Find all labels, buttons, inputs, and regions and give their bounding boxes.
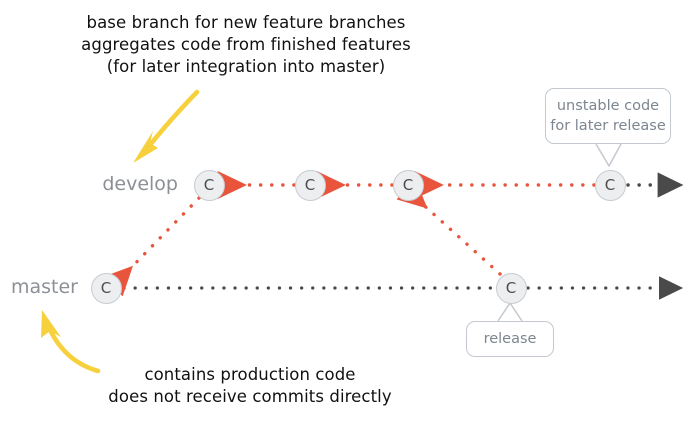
callout-release-tail (497, 302, 523, 322)
commit-node-master-1[interactable]: C (90, 272, 122, 304)
callout-release: release (466, 321, 554, 357)
commit-node-develop-2[interactable]: C (294, 169, 326, 201)
commit-node-develop-4[interactable]: C (594, 169, 626, 201)
annotation-arrow-master (41, 310, 101, 374)
commit-node-master-2[interactable]: C (495, 272, 527, 304)
commit-node-develop-3[interactable]: C (392, 169, 424, 201)
annotation-arrow-develop (133, 89, 200, 163)
callout-unstable-tail (595, 143, 622, 167)
edge-release-to-develop (396, 178, 502, 276)
develop-annotation-text: base branch for new feature branches agg… (81, 13, 411, 76)
branch-label-master: master (10, 276, 78, 298)
commit-node-develop-1[interactable]: C (193, 169, 225, 201)
edge-develop-to-master-initial (102, 196, 201, 297)
master-annotation-text: contains production code does not receiv… (108, 365, 392, 406)
callout-unstable-code: unstable code for later release (545, 88, 671, 144)
branch-label-develop: develop (102, 173, 178, 195)
